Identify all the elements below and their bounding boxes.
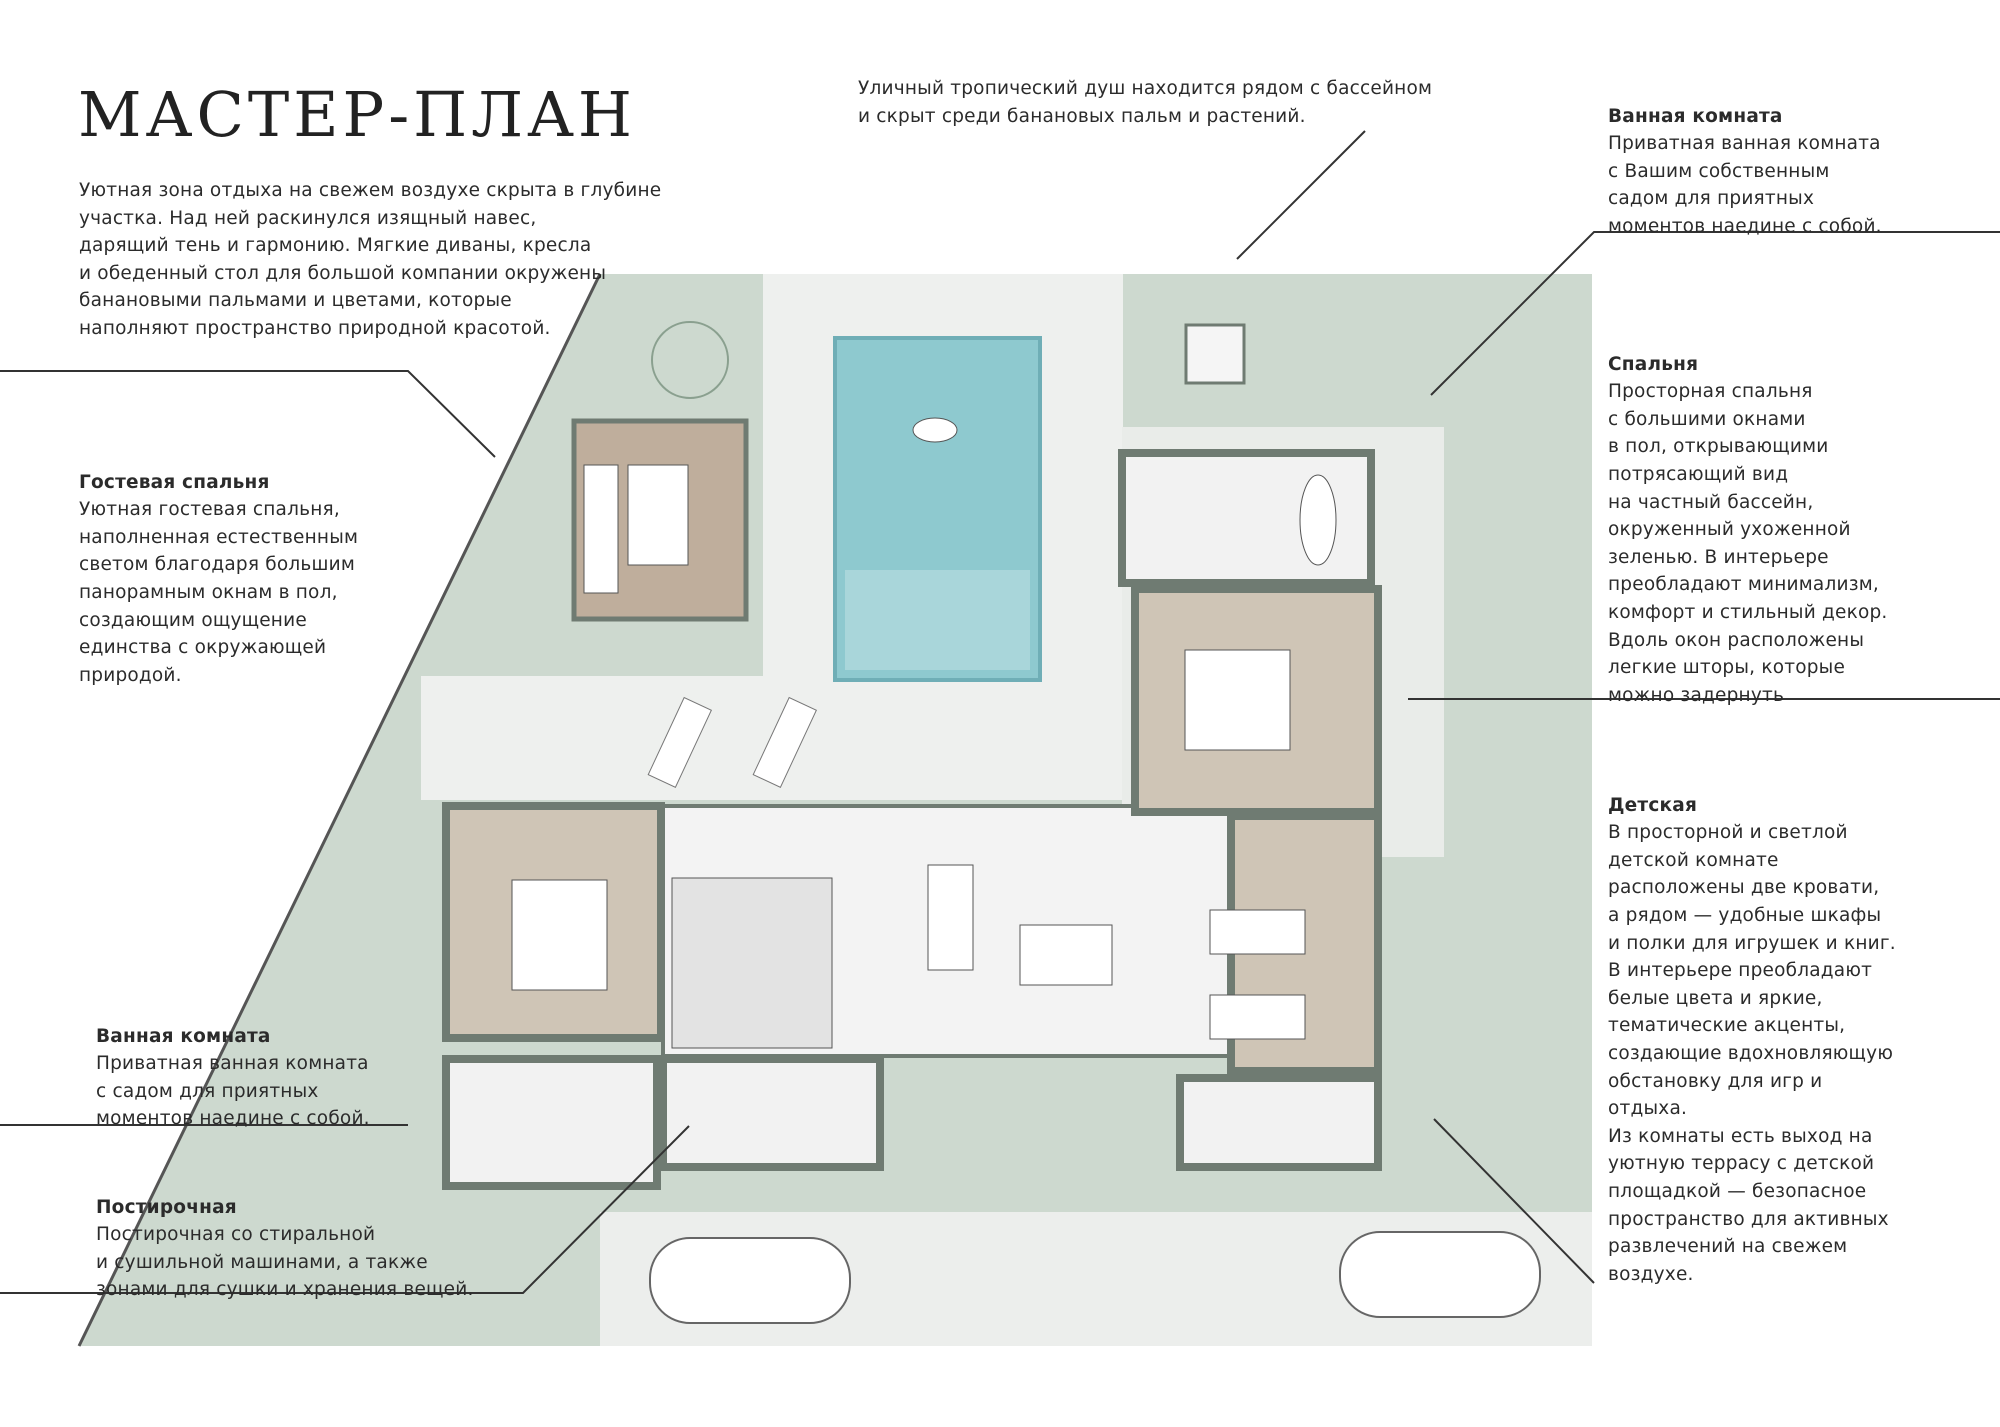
leader-lines (0, 130, 2000, 1294)
outdoor-dining-table (627, 464, 689, 566)
annotation-kids-room: Детская В просторной и светлой детской ко… (1608, 764, 1896, 1288)
annotation-text: Постирочная со стиральной и сушильной ма… (96, 1224, 474, 1301)
annotation-heading: Постирочная (96, 1196, 237, 1218)
outdoor-shower (1184, 323, 1246, 385)
kids-bathroom (1176, 1074, 1382, 1171)
dining-table (927, 864, 974, 971)
sun-lounger (752, 696, 818, 788)
bathtub (1299, 474, 1337, 566)
left-bathroom (442, 1055, 661, 1190)
car (1339, 1231, 1541, 1318)
tree-icon (651, 321, 729, 399)
annotation-text: В просторной и светлой детской комнате р… (1608, 822, 1896, 1285)
guest-bed (511, 879, 608, 991)
pool-float-icon (912, 417, 958, 443)
annotation-text: Просторная спальня с большими окнами в п… (1608, 381, 1888, 706)
annotation-text: Приватная ванная комната с Вашим собстве… (1608, 133, 1882, 237)
site-boundary (77, 273, 602, 1347)
pool-shallow (845, 570, 1030, 670)
intro-text: Уютная зона отдыха на свежем воздухе скр… (79, 180, 662, 339)
sofa (671, 877, 833, 1049)
kids-bed (1209, 909, 1306, 955)
house (442, 449, 1382, 1190)
sofa-left (583, 464, 619, 594)
kitchen-island (1019, 924, 1113, 986)
page-title: МАСТЕР-ПЛАН (78, 78, 636, 151)
shower-note: Уличный тропический душ находится рядом … (858, 78, 1433, 127)
annotation-text: Уютная гостевая спальня, наполненная ест… (79, 499, 359, 686)
annotation-heading: Ванная комната (1608, 105, 1783, 127)
kids-bed (1209, 994, 1306, 1040)
annotation-heading: Детская (1608, 794, 1698, 816)
annotation-heading: Спальня (1608, 353, 1699, 375)
master-bed (1184, 649, 1291, 751)
car (649, 1237, 851, 1324)
annotation-heading: Гостевая спальня (79, 471, 270, 493)
annotation-text: Приватная ванная комната с садом для при… (96, 1053, 370, 1130)
annotation-heading: Ванная комната (96, 1025, 271, 1047)
laundry-room (659, 1055, 884, 1171)
sun-lounger (647, 696, 713, 788)
